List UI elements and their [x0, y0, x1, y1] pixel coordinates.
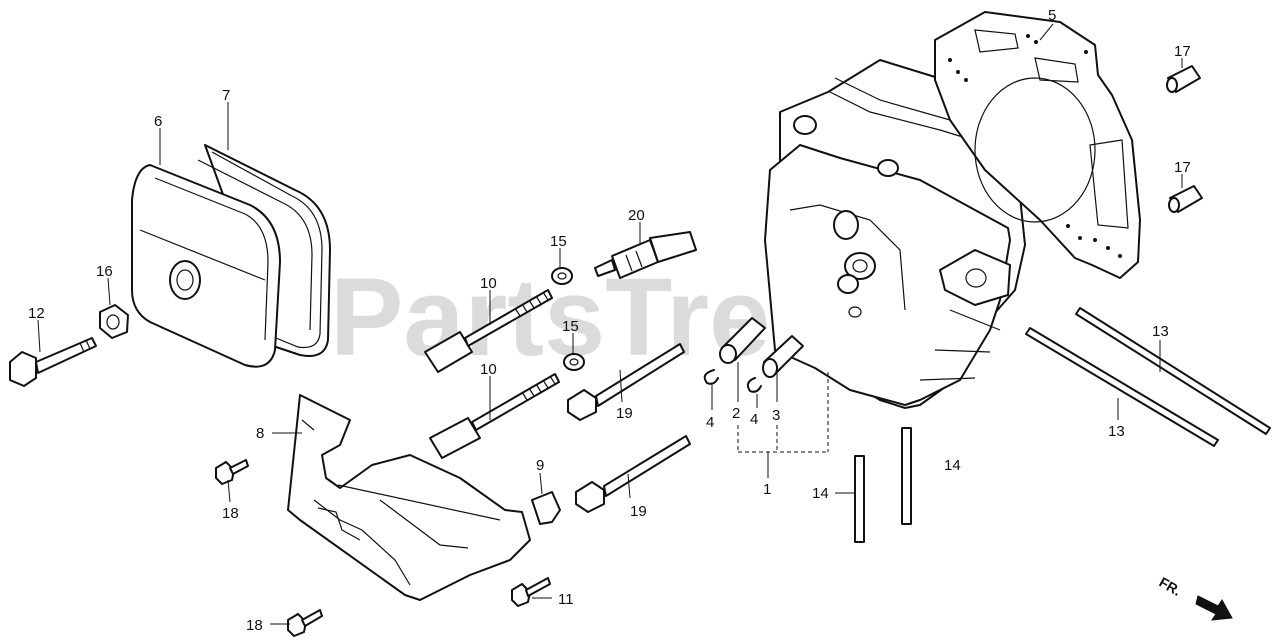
callout-15-upper: 15	[550, 233, 567, 250]
callout-5: 5	[1048, 7, 1056, 24]
callout-14-left: 14	[812, 485, 829, 502]
washer-15-upper	[551, 267, 573, 285]
callout-6: 6	[154, 113, 162, 130]
head-bolt-10-upper	[424, 289, 553, 373]
washer-16	[99, 304, 129, 339]
callout-19-lower: 19	[630, 503, 647, 520]
valve-guide-2	[719, 317, 766, 364]
callout-13-lower: 13	[1108, 423, 1125, 440]
callout-18-upper: 18	[222, 505, 239, 522]
stud-13-upper	[1075, 307, 1271, 435]
head-gasket	[934, 11, 1141, 279]
head-bolt-10-lower	[429, 373, 560, 459]
callout-18-lower: 18	[246, 617, 263, 634]
dowel-pin-17-upper	[1166, 65, 1201, 93]
stud-14-left	[854, 455, 865, 543]
bolt-11	[511, 577, 551, 607]
callout-10-lower: 10	[480, 361, 497, 378]
leader-lines	[37, 23, 1183, 625]
svg-text:FR.: FR.	[1157, 574, 1185, 599]
callout-15-lower: 15	[562, 318, 579, 335]
callout-2: 2	[732, 405, 740, 422]
callout-17-lower: 17	[1174, 159, 1191, 176]
clip-4-right	[746, 377, 762, 393]
callout-17-upper: 17	[1174, 43, 1191, 60]
stud-14-right	[901, 427, 912, 525]
callout-12: 12	[28, 305, 45, 322]
bolt-18-upper	[215, 459, 249, 485]
bolt-12	[9, 337, 97, 387]
cylinder-head	[764, 59, 1026, 409]
callout-4-left: 4	[706, 414, 714, 431]
callout-7: 7	[222, 87, 230, 104]
bracket-8	[287, 394, 531, 601]
valve-guide-3	[762, 335, 804, 378]
head-cover	[131, 164, 281, 368]
stud-13-lower	[1025, 327, 1219, 447]
spark-plug	[594, 231, 697, 279]
callout-3: 3	[772, 407, 780, 424]
bolt-19-lower	[575, 435, 691, 513]
callout-numbers: 7 6 16 12 10 10 15 15 20 19 19 9 8 18 18…	[28, 7, 1191, 634]
clip-9	[531, 491, 561, 525]
bolt-19-upper	[567, 343, 685, 421]
callout-14-right: 14	[944, 457, 961, 474]
callout-9: 9	[536, 457, 544, 474]
callout-8: 8	[256, 425, 264, 442]
head-cover-gasket	[197, 144, 331, 357]
washer-15-lower	[563, 353, 585, 371]
callout-20: 20	[628, 207, 645, 224]
callout-11: 11	[558, 591, 574, 608]
callout-19-upper: 19	[616, 405, 633, 422]
callout-16: 16	[96, 263, 113, 280]
bolt-18-lower	[287, 609, 323, 637]
callout-4-right: 4	[750, 411, 758, 428]
callout-1: 1	[763, 481, 771, 498]
dowel-pin-17-lower	[1168, 185, 1203, 213]
callout-13-upper: 13	[1152, 323, 1169, 340]
callout-10-upper: 10	[480, 275, 497, 292]
front-direction-indicator: FR.	[1157, 574, 1233, 621]
clip-4-left	[703, 369, 719, 385]
